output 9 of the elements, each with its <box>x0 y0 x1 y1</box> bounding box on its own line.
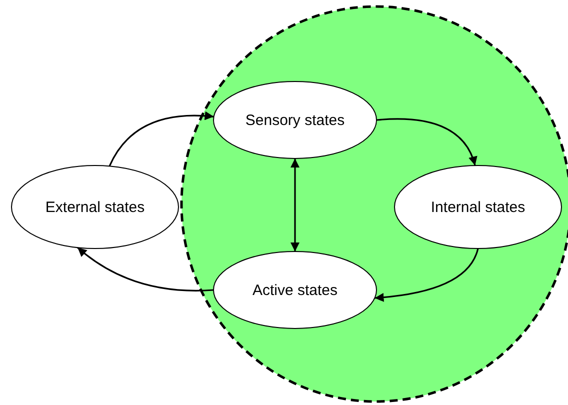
state-label: External states <box>45 198 145 216</box>
arrow <box>108 111 214 166</box>
arrow <box>290 158 300 252</box>
state-label: Active states <box>252 282 338 298</box>
arrow <box>376 118 477 166</box>
state-label: Sensory states <box>245 112 345 128</box>
arrow <box>374 248 479 302</box>
arrow <box>77 246 214 292</box>
state-label: Internal states <box>430 198 526 216</box>
